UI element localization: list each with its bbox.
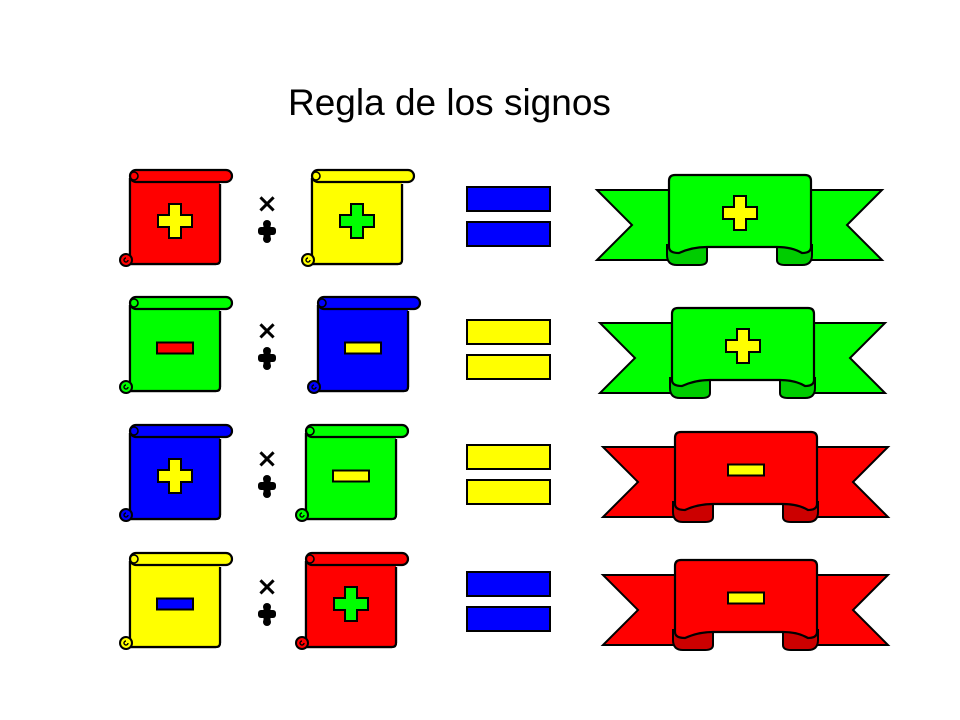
minus-sign-icon <box>156 597 194 611</box>
minus-sign-icon <box>332 469 370 483</box>
row-3-result-banner <box>600 430 891 523</box>
scroll-top-roll <box>128 168 234 184</box>
plus-sign-icon <box>333 586 369 622</box>
multiply-icon: × <box>256 189 278 219</box>
scroll-top-roll <box>304 423 410 439</box>
plus-sign-icon <box>157 458 193 494</box>
multiply-icon: × <box>256 572 278 602</box>
multiply-icon: × <box>256 444 278 474</box>
row-4-equals-sign <box>466 571 551 632</box>
row-3-left-scroll <box>119 423 234 522</box>
scroll-top-roll <box>316 295 422 311</box>
minus-sign-icon <box>727 591 765 605</box>
row-1-right-scroll <box>301 168 416 267</box>
scroll-top-roll <box>310 168 416 184</box>
row-2-right-scroll <box>307 295 422 394</box>
plus-sign-icon <box>157 203 193 239</box>
row-2-equals-sign <box>466 319 551 380</box>
row-1-equals-sign <box>466 186 551 247</box>
row-3-right-scroll <box>295 423 410 522</box>
row-4-result-banner <box>600 558 891 651</box>
minus-sign-icon <box>156 341 194 355</box>
scroll-top-roll <box>128 423 234 439</box>
scroll-top-roll <box>304 551 410 567</box>
row-3-operator: × <box>256 444 278 498</box>
plus-sign-icon <box>725 328 761 364</box>
row-4-operator: × <box>256 572 278 626</box>
row-4-left-scroll <box>119 551 234 650</box>
row-2-operator: × <box>256 316 278 370</box>
plus-sign-icon <box>339 203 375 239</box>
row-2-left-scroll <box>119 295 234 394</box>
scroll-top-roll <box>128 295 234 311</box>
multiply-icon: × <box>256 316 278 346</box>
row-1-operator: × <box>256 189 278 243</box>
plus-sign-icon <box>722 195 758 231</box>
scroll-top-roll <box>128 551 234 567</box>
page-title: Regla de los signos <box>288 82 611 123</box>
row-1-result-banner <box>594 173 885 266</box>
row-3-equals-sign <box>466 444 551 505</box>
row-1-left-scroll <box>119 168 234 267</box>
minus-sign-icon <box>344 341 382 355</box>
minus-sign-icon <box>727 463 765 477</box>
row-2-result-banner <box>597 306 888 399</box>
row-4-right-scroll <box>295 551 410 650</box>
